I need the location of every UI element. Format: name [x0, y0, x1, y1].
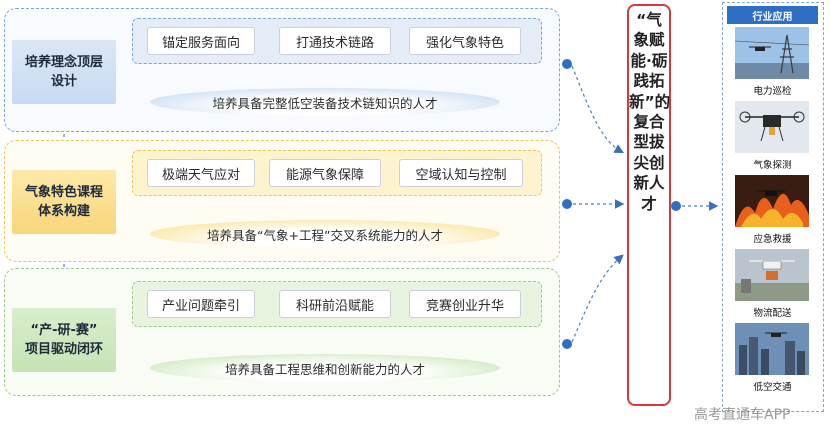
emergency-rescue-drone-image: [735, 175, 809, 227]
industry-caption-2: 气象探测: [753, 160, 792, 171]
low-altitude-traffic-drone-image: [735, 323, 809, 375]
weather-detection-drone-image: [735, 101, 809, 153]
power-inspection-drone-image: [735, 27, 809, 79]
result-ellipse-1: 培养具备完整低空装备技术链知识的人才: [150, 88, 500, 116]
row-label-1: 培养理念顶层 设计: [12, 40, 116, 104]
industry-caption-3: 应急救援: [753, 234, 792, 245]
tag-3-2: 科研前沿赋能: [279, 290, 391, 318]
industry-caption-1: 电力巡检: [753, 86, 792, 97]
industry-panel: 行业应用 电力巡检 气象探测: [722, 2, 824, 412]
industry-caption-5: 低空交通: [753, 382, 792, 393]
result-ellipse-2: 培养具备“气象+工程”交叉系统能力的人才: [150, 220, 500, 248]
watermark: 高考直通车APP: [694, 407, 791, 423]
center-title: “气象赋能·砺践拓新”的复合型拔尖创新人才: [629, 11, 671, 213]
tags-container-2: 极端天气应对 能源气象保障 空域认知与控制: [132, 150, 542, 196]
row-label-2: 气象特色课程 体系构建: [12, 170, 116, 234]
result-ellipse-3: 培养具备工程思维和创新能力的人才: [150, 354, 500, 382]
tag-2-2: 能源气象保障: [269, 159, 381, 187]
industry-header: 行业应用: [727, 6, 818, 24]
tag-3-1: 产业问题牵引: [147, 290, 255, 318]
tag-1-3: 强化气象特色: [409, 27, 521, 55]
tags-container-3: 产业问题牵引 科研前沿赋能 竞赛创业升华: [132, 281, 542, 327]
center-title-box: “气象赋能·砺践拓新”的复合型拔尖创新人才: [627, 4, 671, 406]
tag-2-1: 极端天气应对: [147, 159, 255, 187]
tag-3-3: 竞赛创业升华: [409, 290, 521, 318]
tag-1-1: 锚定服务面向: [147, 27, 255, 55]
tag-1-2: 打通技术链路: [279, 27, 391, 55]
row-label-3: “产-研-赛” 项目驱动闭环: [12, 308, 116, 372]
tags-container-1: 锚定服务面向 打通技术链路 强化气象特色: [132, 18, 542, 64]
logistics-delivery-drone-image: [735, 249, 809, 301]
tag-2-3: 空域认知与控制: [399, 159, 523, 187]
industry-caption-4: 物流配送: [753, 308, 792, 319]
